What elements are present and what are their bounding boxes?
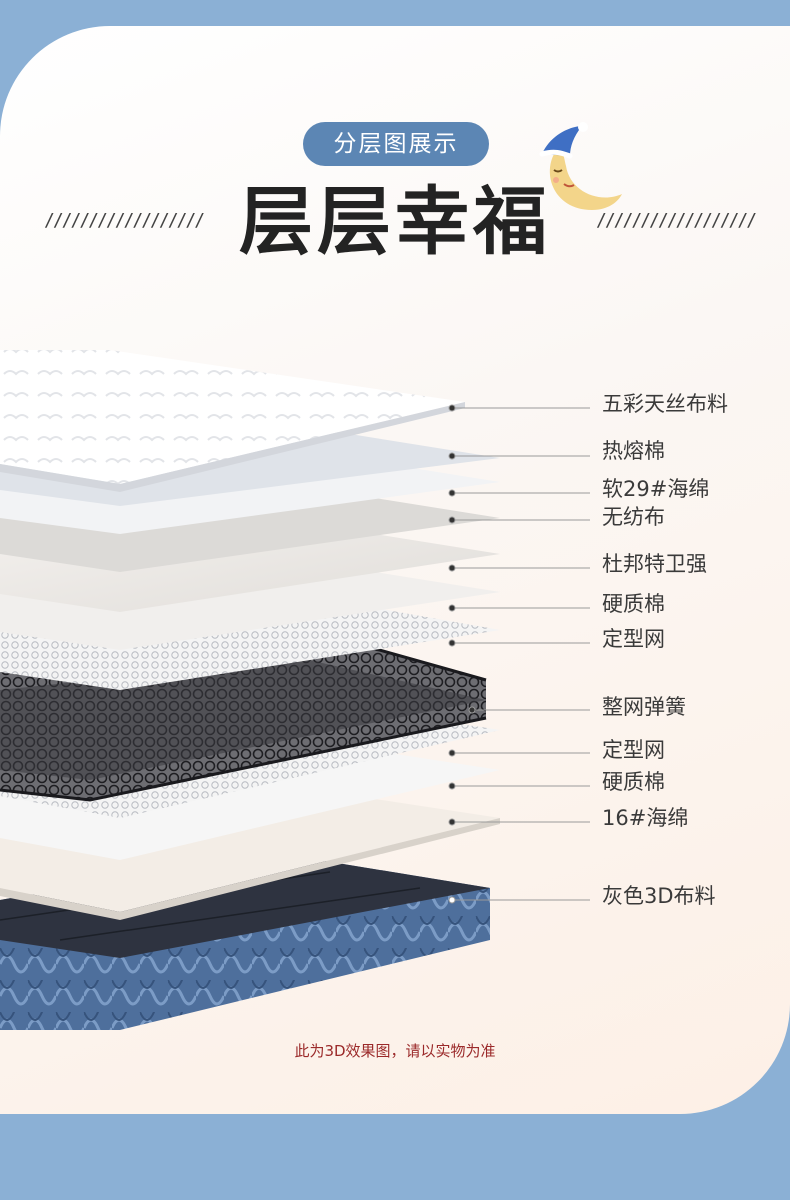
layer-label: 硬质棉 <box>602 770 665 794</box>
right-decoration: ////////////////// <box>596 210 757 231</box>
layer-label: 软29#海绵 <box>602 477 710 501</box>
layer-label: 定型网 <box>602 627 665 651</box>
layer-label: 热熔棉 <box>602 439 665 463</box>
layer-label: 硬质棉 <box>602 592 665 616</box>
mattress-layers-illustration <box>0 350 500 1030</box>
layer-label: 整网弹簧 <box>602 695 686 719</box>
bottom-band <box>0 1114 790 1200</box>
layer-label: 16#海绵 <box>602 806 689 830</box>
layer-label: 无纺布 <box>602 505 665 529</box>
disclaimer-note: 此为3D效果图，请以实物为准 <box>294 1042 496 1060</box>
page-title: 层层幸福 <box>239 179 551 265</box>
layer-label: 五彩天丝布料 <box>602 392 728 416</box>
section-badge: 分层图展示 <box>303 122 489 166</box>
layer-label: 定型网 <box>602 738 665 762</box>
layer-label: 灰色3D布料 <box>602 884 716 908</box>
left-decoration: ////////////////// <box>44 210 205 231</box>
sleeping-moon-icon <box>539 122 622 210</box>
layer-label: 杜邦特卫强 <box>602 552 707 576</box>
